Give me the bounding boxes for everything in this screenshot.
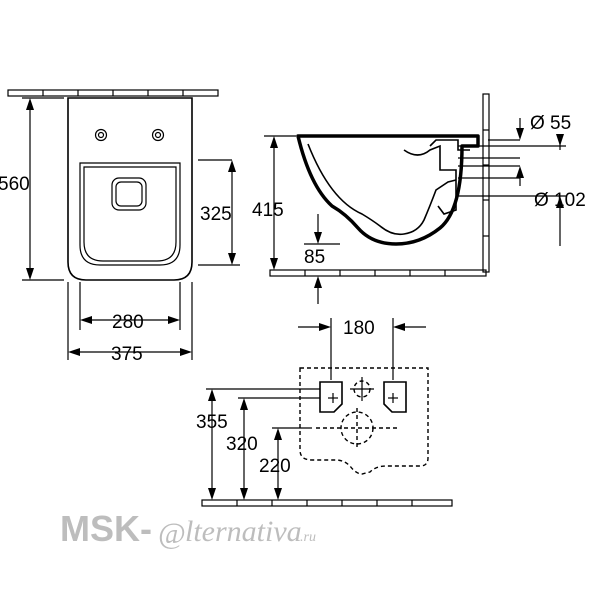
dimension-355-label: 355 [196,412,228,433]
mount-bracket-right [383,381,407,413]
front-wall [7,89,219,97]
dimension-85-label: 85 [304,247,325,268]
dimension-560-label: 560 [0,174,30,195]
side-floor [269,269,487,277]
side-bowl-inner [307,143,457,236]
front-toilet-outline [67,97,193,281]
dimension-220 [272,427,312,500]
dimension-d102 [556,134,564,246]
watermark-brand: MSK- [60,508,152,549]
dimension-d102-label: Ø 102 [534,190,586,211]
dimension-180 [298,318,426,380]
dimension-375-label: 375 [111,344,143,365]
dimension-325-label: 325 [200,204,232,225]
dimension-320-label: 320 [226,434,258,455]
side-wall [482,93,490,273]
dimension-355 [206,388,320,500]
dimension-325 [198,159,240,266]
front-bowl-opening [111,177,147,211]
dimension-85 [304,214,340,304]
front-view: 560 325 280 375 [0,89,240,365]
mount-floor [201,499,453,507]
watermark-suffix: .ru [300,530,316,545]
side-view: Ø 55 Ø 102 415 85 [252,93,586,304]
watermark-script: lternativa [185,515,302,548]
dimension-320 [238,397,320,500]
dimension-d55 [516,118,524,186]
mount-outline [299,367,429,475]
side-bowl-outer [296,134,480,246]
side-trap [403,144,457,215]
dimension-220-label: 220 [259,456,291,477]
dimension-415-label: 415 [252,200,284,221]
mount-bracket-left [319,381,343,413]
dimension-180-label: 180 [343,318,375,339]
dimension-280 [79,282,181,330]
dimension-d55-label: Ø 55 [530,113,571,134]
watermark-symbol: @ [158,517,186,550]
watermark-logo: MSK- @ lternativa .ru [60,508,316,550]
dimension-560 [22,97,64,281]
mount-view: 180 355 320 220 [196,318,453,507]
front-seat [79,162,181,266]
dimension-280-label: 280 [112,312,144,333]
dimension-415 [264,135,296,270]
front-seat-inner [83,166,177,262]
front-bolt-holes [94,128,165,142]
dimension-375 [67,282,193,360]
